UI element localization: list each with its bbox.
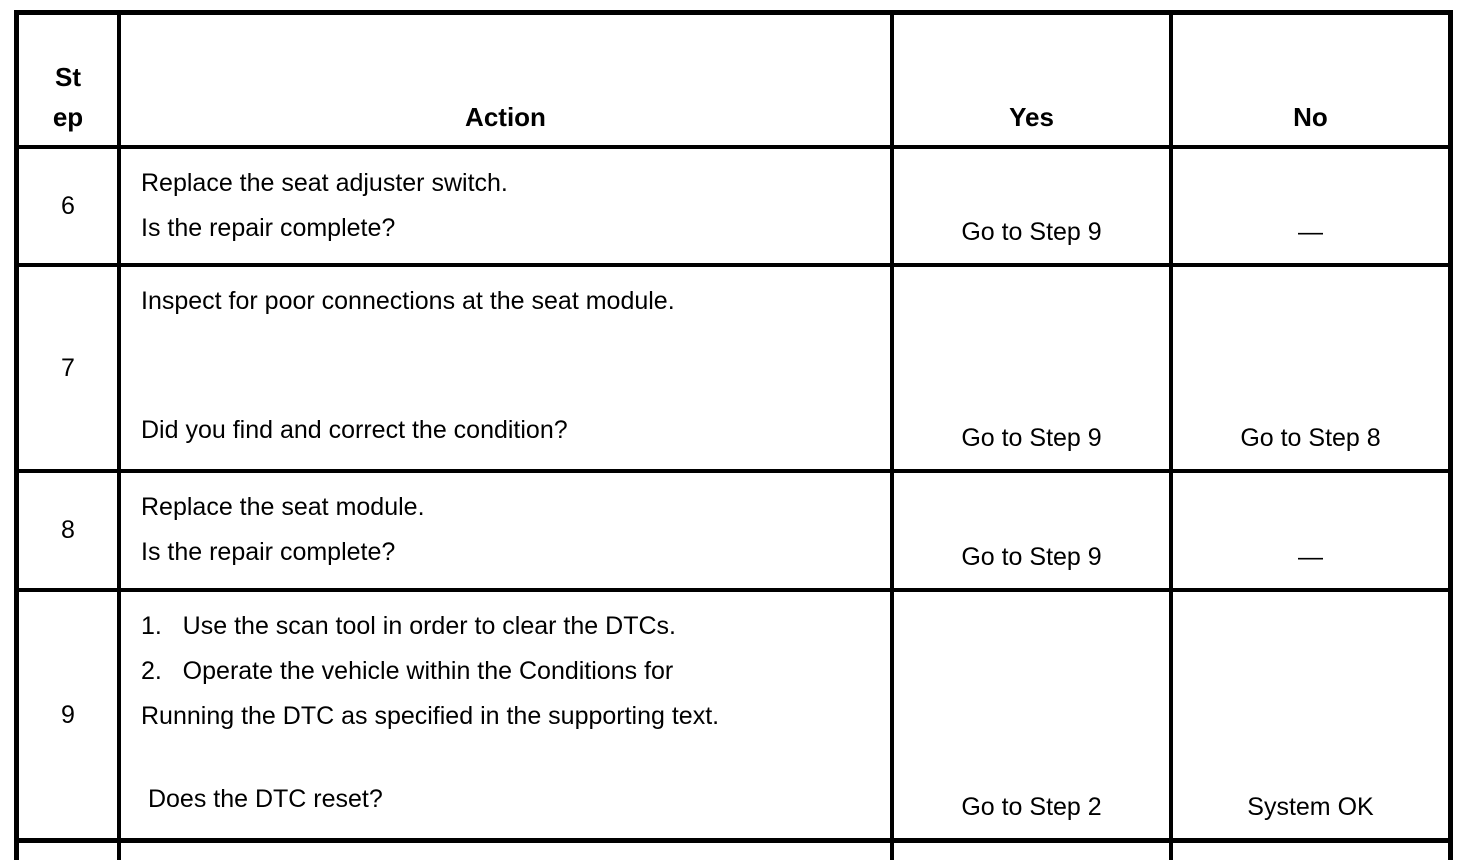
no-cell: System OK [1173, 592, 1448, 843]
step-number-cell: 6 [19, 149, 121, 267]
action-cell: 1. Use the scan tool in order to clear t… [121, 592, 894, 843]
action-question: Is the repair complete? [141, 538, 396, 566]
action-header-label: Action [465, 102, 546, 132]
action-line: Replace the seat module. [141, 493, 425, 521]
action-question: Did you find and correct the condition? [141, 416, 568, 444]
no-value: — [1298, 218, 1323, 246]
yes-value: Go to Step 2 [961, 793, 1102, 821]
action-line: 1. Use the scan tool in order to clear t… [141, 612, 676, 640]
step-number-cell: 7 [19, 267, 121, 473]
no-value: Go to Step 8 [1240, 424, 1381, 452]
no-column-header: No [1173, 15, 1448, 149]
action-line: Inspect for poor connections at the seat… [141, 287, 675, 315]
action-cell: Inspect for poor connections at the seat… [121, 267, 894, 473]
no-value: — [1298, 543, 1323, 571]
action-text: 1. Use the scan tool in order to clear t… [141, 604, 870, 739]
step-number: 6 [61, 191, 75, 220]
action-cell: Replace the seat adjuster switch. Is the… [121, 149, 894, 267]
step-number: 7 [61, 353, 75, 382]
step-column-header: St ep [19, 15, 121, 149]
no-cell: — [1173, 149, 1448, 267]
action-question: Does the DTC reset? [141, 785, 383, 813]
clipped-next-row-cell [19, 843, 121, 860]
action-column-header: Action [121, 15, 894, 149]
no-value: System OK [1247, 793, 1374, 821]
yes-header-label: Yes [1009, 102, 1054, 132]
action-text: Replace the seat adjuster switch. [141, 161, 870, 206]
yes-cell: Go to Step 9 [894, 149, 1173, 267]
no-header-label: No [1293, 102, 1328, 132]
step-number: 8 [61, 516, 75, 544]
action-line: Running the DTC as specified in the supp… [141, 702, 720, 730]
yes-value: Go to Step 9 [961, 543, 1102, 571]
action-line: 2. Operate the vehicle within the Condit… [141, 657, 674, 685]
clipped-next-row-cell [1173, 843, 1448, 860]
yes-cell: Go to Step 9 [894, 267, 1173, 473]
action-text: Replace the seat module. [141, 485, 870, 530]
no-cell: — [1173, 473, 1448, 592]
no-cell: Go to Step 8 [1173, 267, 1448, 473]
action-cell: Replace the seat module. Is the repair c… [121, 473, 894, 592]
yes-cell: Go to Step 2 [894, 592, 1173, 843]
action-line: Replace the seat adjuster switch. [141, 169, 508, 197]
action-text: Inspect for poor connections at the seat… [141, 279, 870, 324]
action-question: Is the repair complete? [141, 214, 396, 242]
yes-value: Go to Step 9 [961, 424, 1102, 452]
step-number: 9 [61, 700, 75, 729]
step-header-label: St ep [52, 62, 84, 132]
yes-value: Go to Step 9 [961, 218, 1102, 246]
yes-column-header: Yes [894, 15, 1173, 149]
yes-cell: Go to Step 9 [894, 473, 1173, 592]
step-number-cell: 8 [19, 473, 121, 592]
diagnostic-table: St ep Action Yes No 6 Replace the seat a… [14, 10, 1453, 860]
clipped-next-row-cell [894, 843, 1173, 860]
clipped-next-row-cell [121, 843, 894, 860]
step-number-cell: 9 [19, 592, 121, 843]
